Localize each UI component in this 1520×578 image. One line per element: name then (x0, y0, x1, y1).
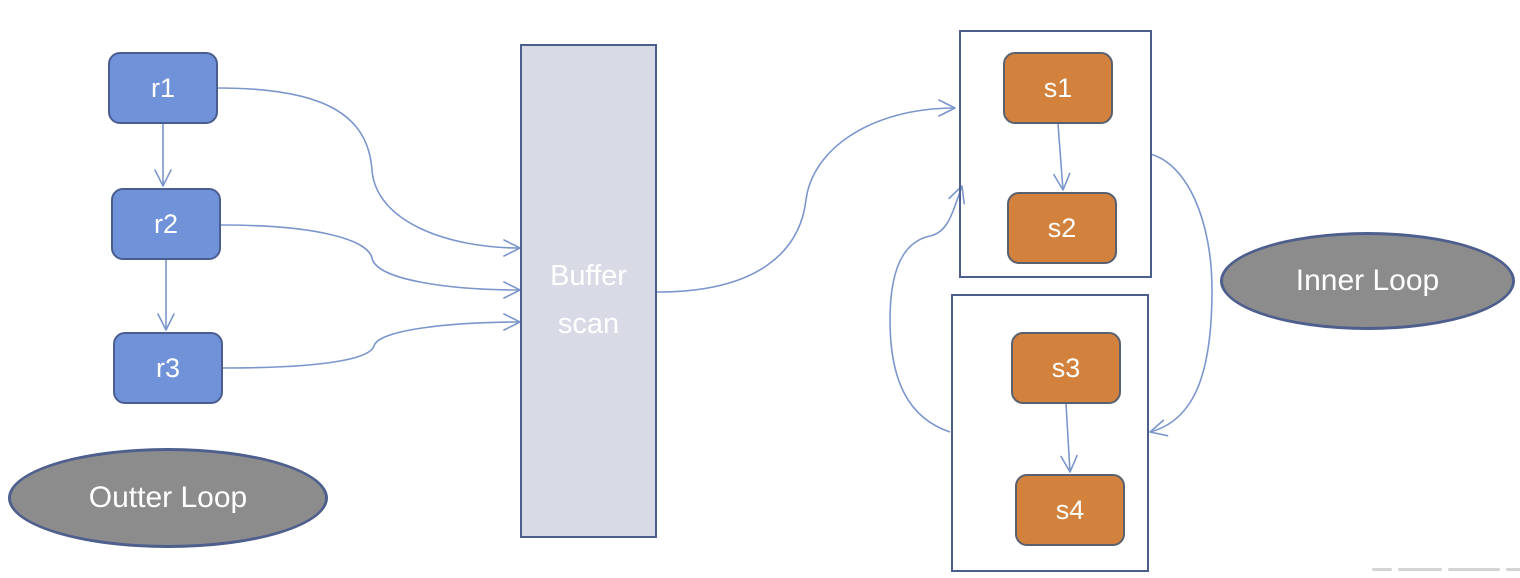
outer-loop-ellipse: Outter Loop (8, 448, 328, 548)
outer-node-r1: r1 (108, 52, 218, 124)
arrow-s1-to-s2 (1053, 123, 1071, 191)
curve-r1-to-buffer (217, 87, 521, 257)
inner-node-s1: s1 (1003, 52, 1113, 124)
outer-node-r2: r2 (111, 188, 221, 260)
inner-node-s4: s4 (1015, 474, 1125, 546)
loop-back-curve (889, 185, 965, 433)
curve-r2-to-buffer (220, 224, 521, 299)
curve-r3-to-buffer (222, 313, 521, 369)
curve-buffer-to-inner-box (656, 99, 956, 293)
buffer-label-line-2: scan (557, 308, 620, 340)
watermark-decoration (1372, 568, 1520, 571)
loop-forward-curve (1149, 153, 1213, 437)
buffer-label-line-1: Buffer (550, 260, 627, 292)
outer-node-r3: r3 (113, 332, 223, 404)
inner-group-box-top (959, 30, 1152, 278)
buffer-scan-label: Buffer scan (522, 252, 655, 348)
buffer-scan-block: Buffer scan (520, 44, 657, 538)
inner-node-s2: s2 (1007, 192, 1117, 264)
inner-group-box-bottom (951, 294, 1149, 572)
arrow-s3-to-s4 (1060, 403, 1078, 473)
inner-node-s3: s3 (1011, 332, 1121, 404)
inner-loop-ellipse: Inner Loop (1220, 232, 1515, 330)
